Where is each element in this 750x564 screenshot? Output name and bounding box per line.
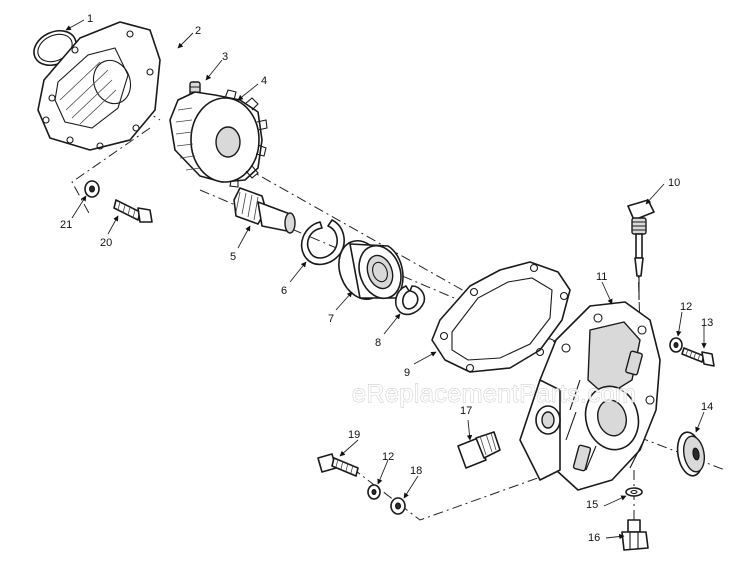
callout-7: 7 [328, 313, 334, 325]
callout-15: 15 [586, 499, 598, 511]
callout-14: 14 [701, 401, 713, 413]
callout-9: 9 [404, 367, 410, 379]
callout-2: 2 [195, 25, 201, 37]
callout-3: 3 [222, 51, 228, 63]
washer-upper-part [669, 337, 683, 353]
callout-21: 21 [60, 219, 72, 231]
callout-17: 17 [460, 405, 472, 417]
callout-12-upper: 12 [680, 301, 692, 313]
callout-19: 19 [348, 429, 360, 441]
callout-labels: 1 2 3 4 5 6 7 8 9 10 11 12 13 14 15 16 1… [60, 13, 713, 544]
watermark-text: eReplacementParts.com [352, 380, 636, 408]
oil-seal-part [676, 431, 706, 477]
washer-left-part [84, 180, 100, 198]
washer-lower-part [367, 484, 381, 500]
retaining-ring-large-part [300, 219, 345, 266]
callout-5: 5 [230, 251, 236, 263]
washer-drain-part [625, 487, 643, 497]
callout-20: 20 [100, 237, 112, 249]
callout-1: 1 [87, 13, 93, 25]
retaining-ring-small-part [394, 285, 426, 316]
fill-plug-part [457, 431, 501, 469]
leader-lines [65, 19, 707, 540]
callout-12-lower: 12 [382, 451, 394, 463]
callout-16: 16 [588, 532, 600, 544]
end-cover-part [37, 21, 161, 151]
cover-bolt-part [113, 199, 153, 223]
vent-plug-dipstick-part [627, 199, 655, 300]
gasket-part [431, 261, 571, 373]
callout-6: 6 [281, 285, 287, 297]
large-gear-part [169, 89, 268, 188]
drain-plug-part [621, 519, 649, 551]
gearbox-housing-part [519, 301, 661, 491]
callout-18: 18 [410, 465, 422, 477]
callout-13: 13 [701, 317, 713, 329]
screw-right-part [681, 347, 715, 367]
callout-4: 4 [261, 75, 267, 87]
pinion-shaft-part [233, 187, 296, 234]
callout-10: 10 [668, 177, 680, 189]
callout-11: 11 [596, 271, 607, 283]
long-bolt-part [317, 453, 359, 477]
lock-washer-part [390, 497, 406, 515]
callout-8: 8 [375, 337, 381, 349]
